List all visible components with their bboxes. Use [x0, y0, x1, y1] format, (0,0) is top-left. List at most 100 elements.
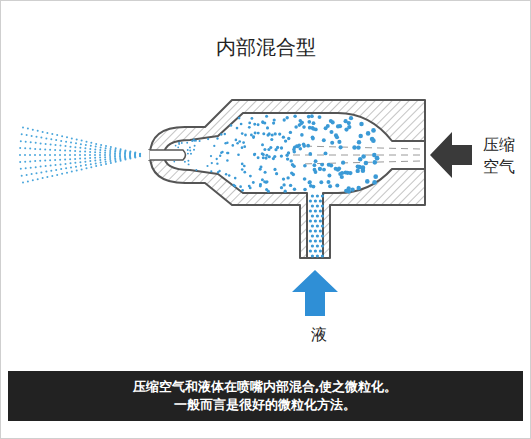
droplet	[250, 117, 253, 120]
droplet	[194, 145, 196, 147]
droplet	[308, 152, 312, 156]
mist-dot	[76, 170, 78, 172]
droplet	[350, 187, 354, 191]
droplet	[307, 120, 311, 124]
mist-dot	[80, 143, 82, 145]
droplet	[289, 131, 292, 134]
droplet	[302, 144, 306, 148]
droplet	[241, 163, 244, 166]
droplet	[178, 142, 180, 144]
droplet	[286, 176, 289, 179]
droplet	[327, 163, 331, 167]
droplet	[319, 219, 322, 222]
droplet	[243, 171, 246, 174]
droplet	[210, 170, 212, 172]
droplet	[319, 180, 323, 184]
droplet	[287, 137, 290, 140]
droplet	[282, 183, 285, 186]
droplet	[322, 168, 326, 172]
droplet	[236, 142, 239, 145]
droplet	[187, 149, 189, 151]
mist-dot	[79, 150, 81, 152]
mist-dot	[134, 156, 136, 158]
mist-dot	[44, 160, 46, 162]
mist-dot	[40, 142, 42, 144]
droplet	[324, 151, 328, 155]
droplet	[241, 168, 244, 171]
mist-dot	[84, 151, 86, 153]
mist-dot	[105, 145, 107, 147]
mist-dot	[22, 127, 24, 129]
mist-dot	[99, 157, 101, 159]
mist-dot	[89, 148, 91, 150]
droplet	[331, 120, 335, 124]
droplet	[320, 163, 324, 167]
liquid-droplets	[173, 114, 379, 257]
mist-dot	[129, 156, 131, 158]
droplet	[372, 160, 377, 165]
mist-dot	[114, 157, 116, 159]
droplet	[308, 181, 312, 185]
droplet	[314, 159, 318, 163]
mist-dot	[74, 150, 76, 152]
droplet	[263, 148, 266, 151]
droplet	[357, 140, 361, 144]
droplet	[261, 143, 264, 146]
mist-dot	[39, 160, 41, 162]
droplet	[218, 170, 220, 172]
droplet	[309, 249, 312, 252]
droplet	[187, 153, 189, 155]
mist-dot	[56, 174, 58, 176]
mist-dot	[55, 144, 57, 146]
mist-dot	[60, 168, 62, 170]
droplet	[216, 137, 218, 139]
droplet	[373, 174, 378, 179]
mist-dot	[40, 137, 42, 139]
air-arrow	[430, 132, 472, 178]
droplet	[327, 174, 331, 178]
droplet	[311, 254, 314, 257]
mist-dot	[105, 161, 107, 163]
droplet	[238, 117, 241, 120]
droplet	[316, 194, 319, 197]
mist-dot	[59, 154, 61, 156]
droplet	[283, 118, 286, 121]
droplet	[341, 161, 345, 165]
mist-dot	[109, 156, 111, 158]
mist-dot	[139, 155, 141, 157]
droplet	[241, 146, 244, 149]
droplet	[289, 184, 292, 187]
mist-dot	[85, 144, 87, 146]
droplet	[344, 127, 348, 131]
droplet	[226, 142, 228, 144]
droplet	[361, 169, 366, 174]
droplet	[280, 154, 283, 157]
mist-dot	[46, 132, 48, 134]
droplet	[314, 229, 317, 232]
mist-dot	[129, 157, 131, 159]
mist-dot	[36, 136, 38, 138]
mist-dot	[90, 142, 92, 144]
droplet	[372, 180, 377, 185]
droplet	[227, 152, 230, 155]
droplet	[191, 140, 193, 142]
mist-dot	[22, 182, 24, 184]
mist-dot	[27, 180, 29, 182]
droplet	[298, 123, 302, 127]
mist-dot	[110, 148, 112, 150]
droplet	[311, 214, 314, 217]
droplet	[253, 153, 256, 156]
mist-dot	[100, 164, 102, 166]
mist-dot	[86, 141, 88, 143]
air-label: 压缩 空气	[479, 134, 519, 178]
droplet	[324, 126, 328, 130]
droplet	[240, 123, 243, 126]
droplet	[285, 154, 288, 157]
droplet	[321, 254, 324, 257]
droplet	[262, 156, 265, 159]
droplet	[319, 229, 322, 232]
droplet	[328, 184, 332, 188]
mist-dot	[95, 165, 97, 167]
droplet	[352, 145, 356, 149]
